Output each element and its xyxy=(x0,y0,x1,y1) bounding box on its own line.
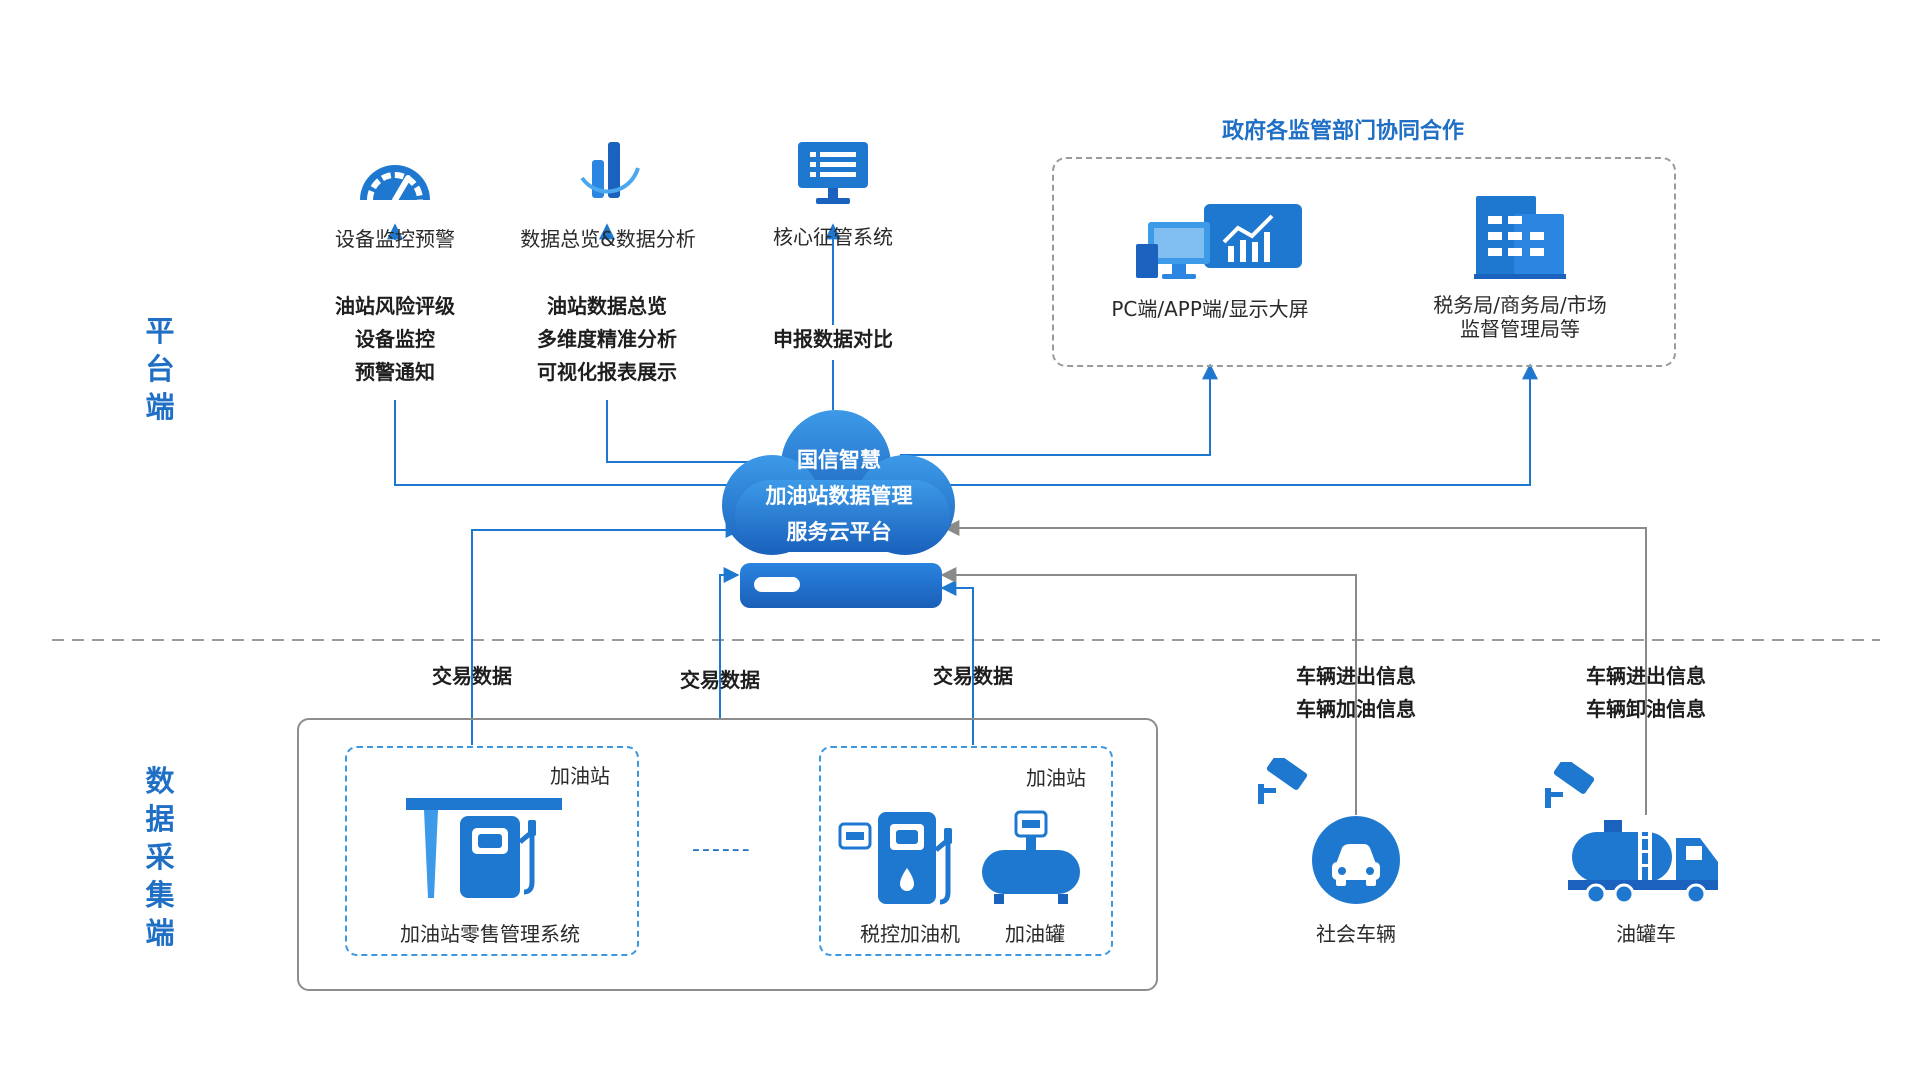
section-label-collection: 数 据 采 集 端 xyxy=(145,764,175,950)
module-title-tax: 核心征管系统 xyxy=(773,225,893,249)
link-tanker xyxy=(943,520,1647,815)
tank-label: 加油罐 xyxy=(1005,922,1065,946)
link-devices xyxy=(900,363,1218,456)
vehicle-flow-2: 车辆加油信息 xyxy=(1296,697,1416,721)
module-title-analytics: 数据总览&数据分析 xyxy=(520,227,696,251)
link-trade1 xyxy=(471,522,742,745)
tax-dispenser-icon xyxy=(838,810,964,914)
fuel-tank-icon xyxy=(978,810,1084,910)
station-tag-1: 加油站 xyxy=(550,764,610,788)
building-icon xyxy=(1474,188,1566,284)
station-collection-box xyxy=(297,718,1158,991)
link-analytics xyxy=(606,400,780,463)
flow-label-trade-1: 交易数据 xyxy=(432,664,512,688)
cloud-line3: 服务云平台 xyxy=(786,520,892,544)
vehicle-flow-1: 车辆进出信息 xyxy=(1296,664,1416,688)
link-trade3 xyxy=(940,580,974,745)
feature-compare: 申报数据对比 xyxy=(773,327,893,351)
feature-risk: 油站风险评级 xyxy=(335,294,455,318)
section-label-platform: 平 台 端 xyxy=(145,314,175,424)
gov-box xyxy=(1052,157,1676,367)
car-icon xyxy=(1310,814,1402,910)
tanker-flow-2: 车辆卸油信息 xyxy=(1586,697,1706,721)
cloud-platform-title: 国信智慧 加油站数据管理 服务云平台 xyxy=(719,442,959,550)
flow-label-trade-2: 交易数据 xyxy=(680,668,760,692)
camera-icon-vehicle xyxy=(1254,754,1310,810)
tanker-flow-1: 车辆进出信息 xyxy=(1586,664,1706,688)
feature-alert: 预警通知 xyxy=(355,360,435,384)
module-features-analytics: 油站数据总览 多维度精准分析 可视化报表展示 xyxy=(517,290,697,389)
module-features-monitoring: 油站风险评级 设备监控 预警通知 xyxy=(315,290,475,389)
gov-bureaus-line2: 监督管理局等 xyxy=(1460,317,1580,341)
tanker-truck-icon xyxy=(1568,818,1722,908)
station-box-1 xyxy=(345,746,639,956)
ellipsis-more-stations: ------ xyxy=(692,837,752,862)
link-gauge xyxy=(394,400,770,486)
tanker-caption: 油罐车 xyxy=(1616,922,1676,946)
feature-overview: 油站数据总览 xyxy=(547,294,667,318)
station-tag-2: 加油站 xyxy=(1026,766,1086,790)
server-icon xyxy=(740,563,942,608)
gov-title: 政府各监管部门协同合作 xyxy=(1222,119,1465,144)
flow-label-trade-3: 交易数据 xyxy=(933,664,1013,688)
camera-icon-tanker xyxy=(1541,758,1597,814)
flow-label-vehicle: 车辆进出信息 车辆加油信息 xyxy=(1286,660,1426,726)
gauge-icon xyxy=(356,148,434,210)
cloud-line1: 国信智慧 xyxy=(797,448,881,472)
analytics-icon xyxy=(578,138,642,208)
devices-icon xyxy=(1134,202,1304,286)
cloud-shape xyxy=(722,410,955,555)
gov-devices-label: PC端/APP端/显示大屏 xyxy=(1111,297,1309,321)
server-indicator xyxy=(754,577,800,592)
link-building xyxy=(930,363,1538,486)
feature-analysis: 多维度精准分析 xyxy=(537,327,677,351)
dispenser-label: 税控加油机 xyxy=(860,922,960,946)
link-vehicle xyxy=(940,567,1357,815)
gov-bureaus-label: 税务局/商务局/市场 监督管理局等 xyxy=(1410,293,1630,341)
link-trade2 xyxy=(719,567,740,718)
gov-bureaus-line1: 税务局/商务局/市场 xyxy=(1433,293,1607,317)
station-system-label: 加油站零售管理系统 xyxy=(400,922,580,946)
module-title-monitoring: 设备监控预警 xyxy=(335,227,455,251)
feature-device: 设备监控 xyxy=(355,327,435,351)
module-features-tax: 申报数据对比 xyxy=(753,323,913,356)
monitor-icon xyxy=(796,140,870,210)
vehicle-caption: 社会车辆 xyxy=(1316,922,1396,946)
station-box-2 xyxy=(819,746,1113,956)
fuel-station-icon xyxy=(404,796,564,904)
feature-report: 可视化报表展示 xyxy=(537,360,677,384)
flow-label-tanker: 车辆进出信息 车辆卸油信息 xyxy=(1576,660,1716,726)
cloud-line2: 加油站数据管理 xyxy=(765,484,913,508)
